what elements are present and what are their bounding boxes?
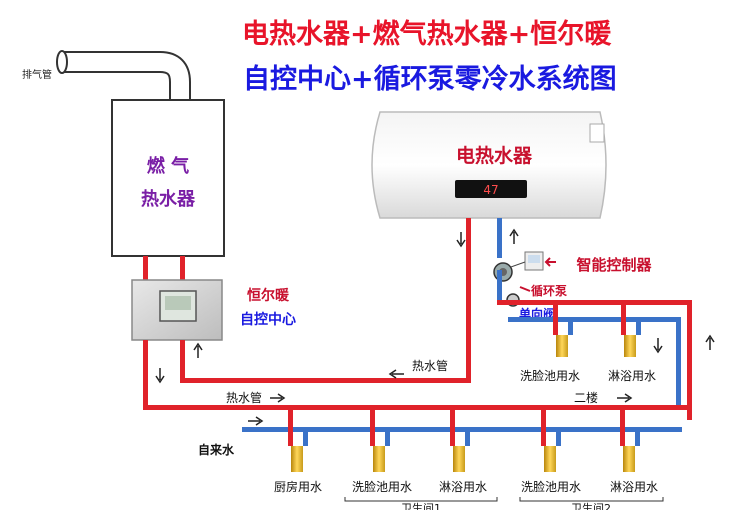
fixture-label-upstairs-washbasin: 洗脸池用水 [520, 369, 580, 383]
smart-controller-label: 智能控制器 [576, 256, 652, 274]
bathroom-group-brackets [344, 497, 664, 502]
smart-controller [507, 251, 544, 271]
second-floor-label: 二楼 [574, 390, 598, 405]
gas-heater-label-line2: 热水器 [141, 188, 196, 210]
heater-temperature-readout: 47 [483, 183, 498, 197]
upstairs-pipes [497, 270, 715, 420]
arrow-icon [519, 286, 531, 292]
diagram-title-line1: 电热水器+燃气热水器+恒尔暖 [242, 19, 612, 50]
gas-heater-connection-pipes [143, 256, 185, 280]
exhaust-pipe [56, 50, 191, 100]
fixture-label-washbasin-2: 洗脸池用水 [521, 480, 581, 494]
arrow-icon [544, 257, 556, 267]
upstairs-taps [556, 335, 636, 357]
fixture-label-upstairs-shower: 淋浴用水 [608, 369, 656, 383]
fixture-label-washbasin-1: 洗脸池用水 [352, 480, 412, 494]
hot-pipe-label-upper: 热水管 [412, 358, 448, 373]
fixture-label-shower-2: 淋浴用水 [610, 480, 658, 494]
cold-inlet-label: 自来水 [198, 442, 235, 457]
control-center-label-line2: 自控中心 [240, 311, 296, 328]
electric-heater-pipes [456, 218, 519, 380]
exhaust-pipe-label: 排气管 [22, 68, 52, 81]
electric-water-heater: 47 [371, 111, 607, 219]
pump-label: 循环泵 [531, 283, 567, 298]
heater-display-panel [455, 180, 527, 198]
main-hot-pipes [143, 340, 692, 410]
fixture-label-kitchen: 厨房用水 [274, 479, 322, 494]
control-center-box [131, 279, 223, 341]
gas-heater-label-line1: 燃 气 [147, 155, 189, 177]
bathroom2-label: 卫生间2 [571, 501, 611, 510]
electric-heater-label: 电热水器 [456, 144, 533, 167]
bathroom1-label: 卫生间1 [401, 501, 441, 510]
cold-water-main [242, 416, 682, 432]
fixture-label-shower-1: 淋浴用水 [439, 480, 487, 494]
gas-water-heater [111, 99, 225, 257]
downstairs-branch-pipes [288, 410, 640, 446]
hot-pipe-label-lower: 热水管 [226, 390, 262, 405]
control-center-label-line1: 恒尔暖 [247, 287, 290, 304]
circulation-pump [493, 262, 513, 282]
downstairs-taps [291, 446, 635, 472]
diagram-title-line2: 自控中心+循环泵零冷水系统图 [243, 64, 617, 95]
